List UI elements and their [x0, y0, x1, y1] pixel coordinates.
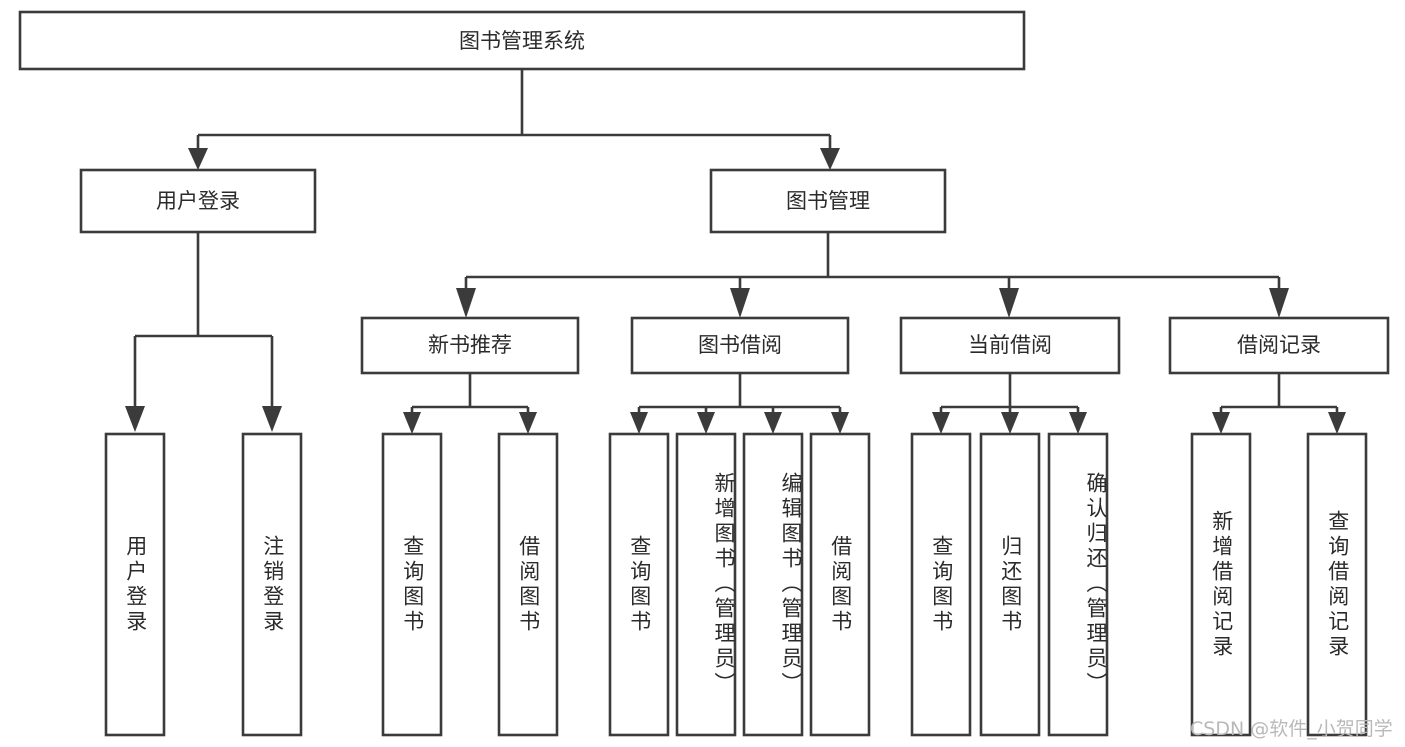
node-current-borrow[interactable]: 当前借阅	[899, 316, 1121, 375]
node-new-book-recommend-box	[360, 316, 580, 375]
arrow-bb-leaf-4	[831, 412, 849, 434]
node-book-manage-label: 图书管理	[786, 189, 870, 213]
node-book-borrow-label: 图书借阅	[698, 333, 782, 357]
leaf-box-br-add-record[interactable]	[1190, 432, 1252, 737]
arrow-bb-leaf-3	[764, 412, 782, 434]
node-user-login-label: 用户登录	[156, 189, 240, 213]
leaf-label-bb-query-book: 查询图书	[627, 534, 652, 635]
node-book-manage[interactable]: 图书管理	[709, 168, 947, 234]
node-borrow-record-label: 借阅记录	[1237, 333, 1321, 357]
arrow-to-book-manage	[820, 148, 840, 170]
leaf-box-bb-edit-book[interactable]	[742, 432, 804, 737]
leaf-box-bb-query-book[interactable]	[608, 432, 670, 737]
leaf-box-bb-add-book[interactable]	[675, 432, 737, 737]
arrow-br-leaf-1	[1212, 412, 1230, 434]
node-book-borrow-box	[630, 316, 850, 375]
leaf-label-nbr-query-book: 查询图书	[400, 534, 425, 635]
leaf-box-cb-query-book[interactable]	[910, 432, 972, 737]
arrow-cb-leaf-2	[1001, 412, 1019, 434]
arrow-to-book-borrow	[730, 288, 750, 318]
node-root[interactable]: 图书管理系统	[18, 10, 1026, 71]
arrow-to-current-borrow	[999, 288, 1019, 318]
leaf-box-br-query-record[interactable]	[1306, 432, 1368, 737]
leaf-label-bb-edit-book: 编辑图书（管理员）	[779, 472, 803, 697]
leaf-box-cb-confirm-return[interactable]	[1047, 432, 1109, 737]
leaf-label-bb-borrow-book: 借阅图书	[828, 534, 853, 635]
node-current-borrow-label: 当前借阅	[968, 333, 1052, 357]
node-new-book-recommend-label: 新书推荐	[428, 333, 512, 357]
node-book-borrow[interactable]: 图书借阅	[630, 316, 850, 375]
leaf-label-bb-add-book: 新增图书（管理员）	[712, 472, 736, 697]
arrow-nbr-leaf-2	[519, 412, 537, 434]
arrow-bb-leaf-1	[630, 412, 648, 434]
leaf-box-user-login[interactable]	[104, 432, 166, 737]
leaf-box-cb-return-book[interactable]	[979, 432, 1041, 737]
leaf-box-nbr-query-book[interactable]	[381, 432, 443, 737]
arrow-to-leaf-logout	[262, 406, 282, 432]
leaf-label-cb-confirm-return: 确认归还（管理员）	[1084, 472, 1108, 697]
leaf-label-user-login: 用户登录	[123, 534, 148, 635]
node-current-borrow-box	[899, 316, 1121, 375]
leaf-box-nbr-borrow-book[interactable]	[497, 432, 559, 737]
arrow-nbr-leaf-1	[403, 412, 421, 434]
arrow-to-new-book	[456, 288, 476, 318]
leaf-box-bb-borrow-book[interactable]	[809, 432, 871, 737]
arrow-bb-leaf-2	[697, 412, 715, 434]
leaf-box-logout[interactable]	[241, 432, 303, 737]
leaf-label-br-add-record: 新增借阅记录	[1209, 509, 1234, 660]
arrow-to-borrow-record	[1269, 288, 1289, 318]
leaf-label-cb-query-book: 查询图书	[929, 534, 954, 635]
node-root-label: 图书管理系统	[459, 29, 585, 53]
node-root-box	[18, 10, 1026, 71]
leaf-label-cb-return-book: 归还图书	[998, 534, 1023, 635]
arrow-to-user-login	[188, 148, 208, 170]
csdn-watermark: CSDN @软件_小贺同学	[1190, 718, 1393, 740]
leaf-label-br-query-record: 查询借阅记录	[1325, 509, 1350, 660]
arrow-cb-leaf-3	[1069, 412, 1087, 434]
arrow-to-leaf-user-login	[125, 406, 145, 432]
arrow-cb-leaf-1	[932, 412, 950, 434]
leaf-label-nbr-borrow-book: 借阅图书	[516, 534, 541, 635]
leaf-label-logout: 注销登录	[260, 534, 285, 635]
node-borrow-record[interactable]: 借阅记录	[1168, 316, 1390, 375]
node-new-book-recommend[interactable]: 新书推荐	[360, 316, 580, 375]
node-user-login[interactable]: 用户登录	[79, 168, 317, 234]
arrow-br-leaf-2	[1328, 412, 1346, 434]
